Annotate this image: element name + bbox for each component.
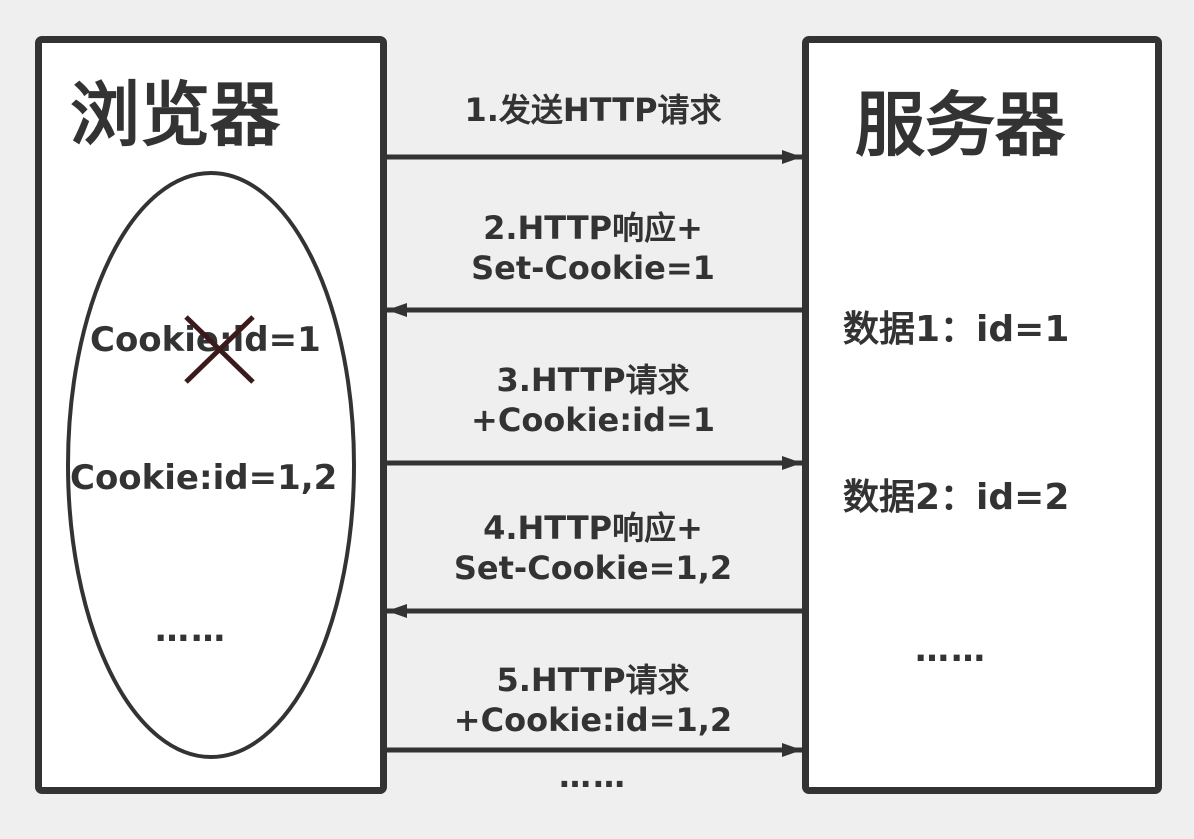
server-data-1: 数据1：id=1 [843, 309, 1070, 350]
server-box [802, 36, 1162, 794]
browser-ellipsis: …… [155, 610, 227, 650]
message-4: 4.HTTP响应+ Set-Cookie=1,2 [400, 508, 786, 588]
bottom-ellipsis: …… [559, 757, 627, 795]
message-4-line1: 4.HTTP响应+ [483, 509, 703, 547]
message-4-line2: Set-Cookie=1,2 [453, 549, 733, 587]
message-2-line2: Set-Cookie=1 [471, 249, 715, 287]
server-ellipsis: …… [915, 630, 987, 670]
cross-icon [184, 315, 255, 384]
browser-box [35, 36, 387, 794]
message-2-line1: 2.HTTP响应+ [483, 209, 703, 247]
message-3-line1: 3.HTTP请求 [496, 361, 690, 399]
cookie-new-label: Cookie:id=1,2 [70, 458, 338, 498]
cookie-old-label: Cookie:id=1 [90, 320, 321, 360]
browser-title: 浏览器 [70, 74, 280, 156]
message-1-line1: 1.发送HTTP请求 [464, 91, 722, 129]
message-3-line2: +Cookie:id=1 [471, 401, 715, 439]
cookie-store-ellipse [66, 171, 356, 759]
message-5-line1: 5.HTTP请求 [496, 661, 690, 699]
message-5-line2: +Cookie:id=1,2 [453, 701, 733, 739]
message-3: 3.HTTP请求 +Cookie:id=1 [400, 360, 786, 440]
message-5: 5.HTTP请求 +Cookie:id=1,2 [400, 660, 786, 740]
server-data-2: 数据2：id=2 [843, 477, 1070, 518]
server-title: 服务器 [855, 84, 1065, 166]
message-2: 2.HTTP响应+ Set-Cookie=1 [400, 208, 786, 288]
message-1: 1.发送HTTP请求 [400, 90, 786, 130]
